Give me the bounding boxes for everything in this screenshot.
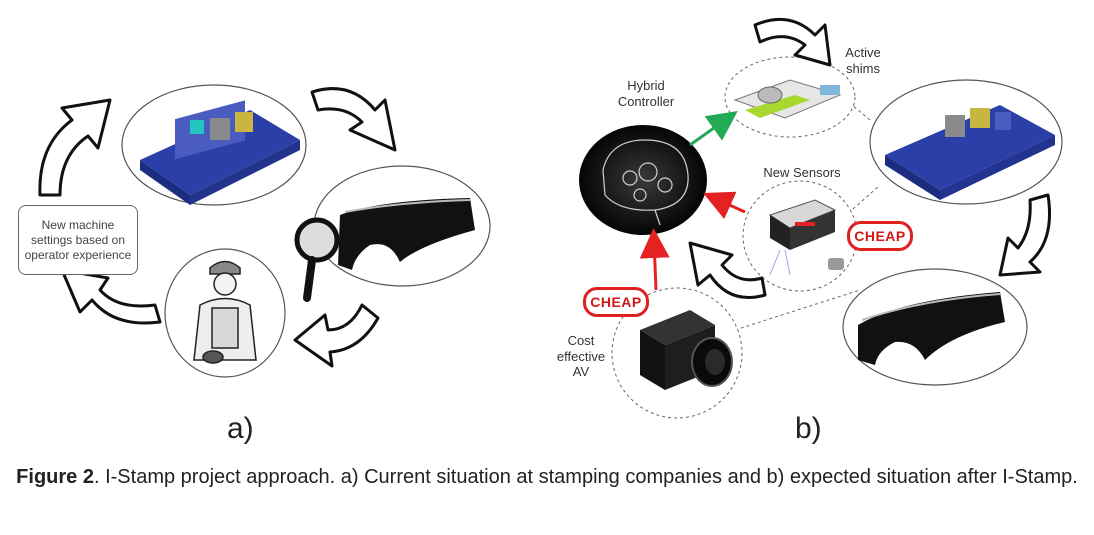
cycle-arrow-top-a	[310, 87, 397, 152]
figure-caption: Figure 2. I-Stamp project approach. a) C…	[0, 463, 1094, 491]
cycle-arrow-right-b	[998, 193, 1052, 277]
panel-a-label: a)	[227, 412, 254, 445]
magnifier-icon	[294, 217, 340, 302]
new-sensors-circle	[742, 180, 858, 292]
operator-experience-note: New machine settings based on operator e…	[18, 205, 138, 275]
new-sensors-label: New Sensors	[763, 165, 841, 180]
red-arrow-camera-to-controller	[639, 228, 670, 291]
cheap-badge-sensors: CHEAP	[847, 221, 913, 251]
cycle-arrow-bottom-a	[60, 268, 162, 325]
car-fender-icon	[338, 198, 475, 270]
press-machine-circle-a	[121, 84, 307, 206]
cycle-arrow-left-a	[38, 98, 112, 197]
cheap-badge-camera: CHEAP	[583, 287, 649, 317]
operator-worker-icon	[193, 260, 257, 364]
camera-circle	[611, 287, 743, 419]
figure-ref: Figure 2	[16, 466, 94, 488]
active-shims-label: Active shims	[845, 45, 881, 76]
camera-icon	[640, 310, 733, 390]
operator-circle	[164, 248, 286, 378]
car-fender-icon-b	[858, 292, 1005, 365]
laser-sensor-icon	[768, 199, 844, 276]
active-shims-circle	[724, 56, 856, 138]
green-arrow-controller-to-shims	[689, 111, 738, 147]
press-machine-icon	[140, 100, 300, 205]
car-part-circle-a	[294, 165, 491, 302]
press-machine-circle-b	[869, 79, 1063, 205]
car-part-circle-b	[842, 268, 1028, 386]
shim-device-icon	[733, 79, 842, 119]
cycle-arrow-top-b	[753, 17, 832, 67]
cycle-arrow-mid-b	[688, 241, 767, 299]
hybrid-controller-label: Hybrid Controller	[617, 78, 675, 109]
press-machine-icon-b	[885, 105, 1055, 200]
red-arrow-sensors-to-controller	[703, 191, 746, 220]
hybrid-controller-brain	[579, 125, 707, 235]
cost-effective-av-label: Cost effective AV	[556, 333, 606, 380]
caption-text: . I-Stamp project approach. a) Current s…	[93, 466, 1078, 488]
cycle-arrow-right-a	[293, 303, 380, 368]
panel-b-label: b)	[795, 412, 822, 445]
